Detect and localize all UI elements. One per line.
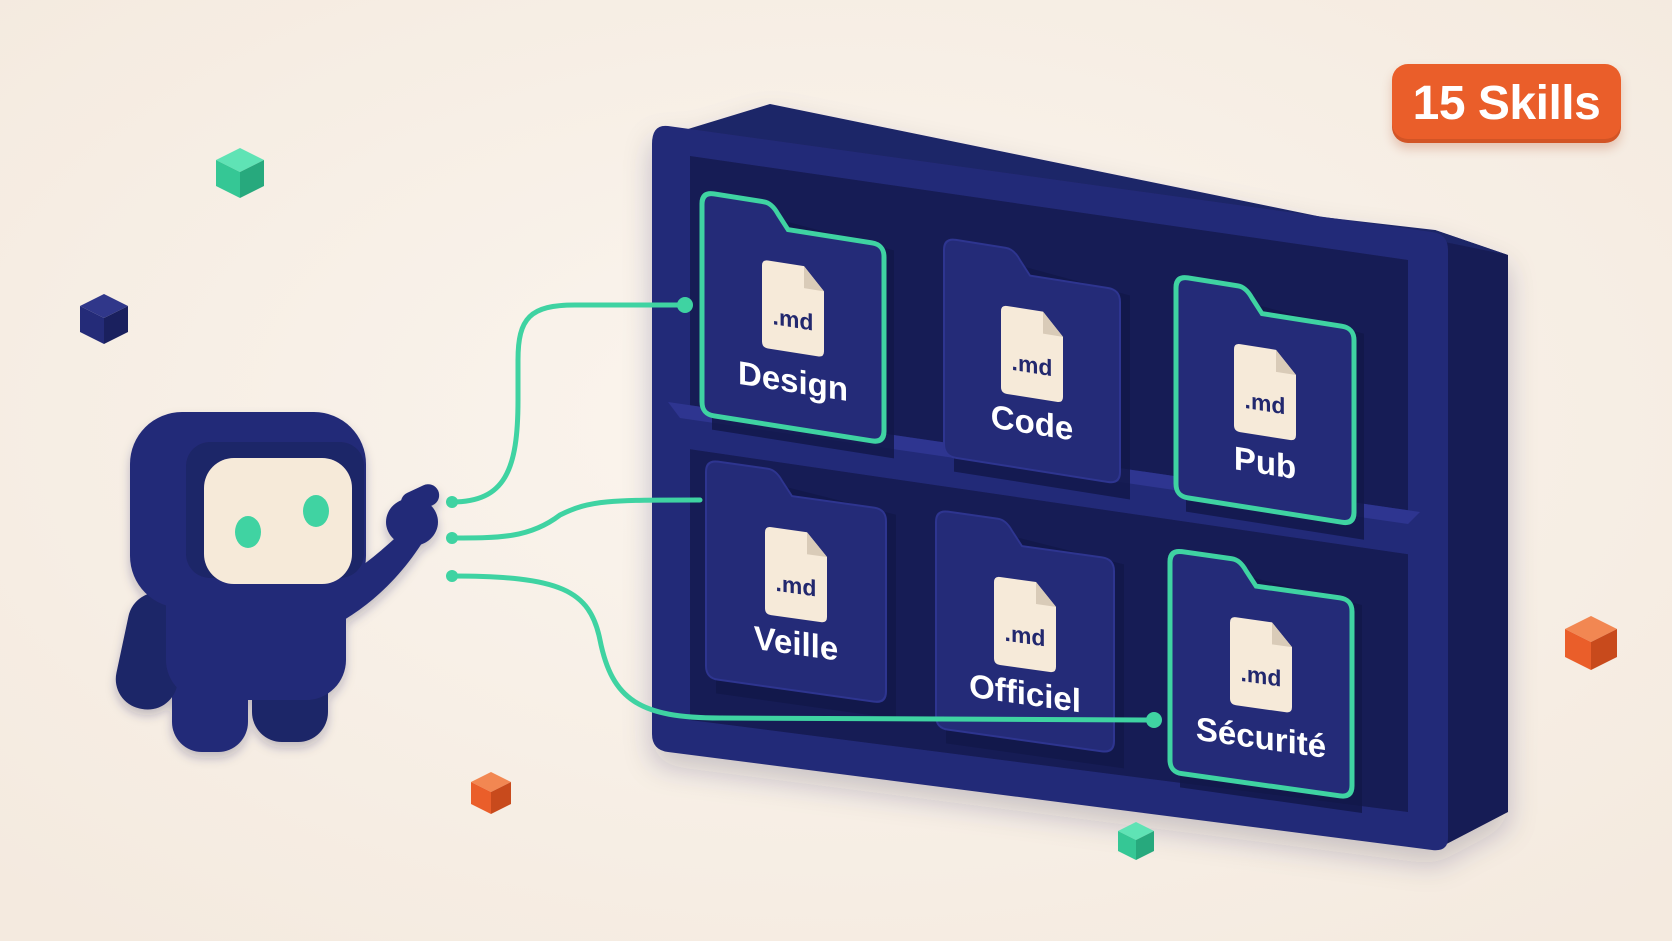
cube-green-bottom-icon [1118, 822, 1154, 860]
file-extension-label: .md [1241, 660, 1282, 692]
cube-orange-bottom-icon [471, 772, 511, 814]
robot-mascot-icon [115, 412, 440, 752]
connector-line-securite [449, 573, 1157, 723]
file-extension-label: .md [1012, 349, 1053, 381]
cube-green-top-left-icon [216, 148, 264, 198]
connector-lines [449, 302, 1157, 723]
connector-dots [446, 297, 1162, 728]
file-extension-label: .md [1245, 387, 1286, 419]
file-extension-label: .md [776, 570, 817, 602]
markdown-file-icon [765, 527, 827, 623]
connector-line-veille [449, 497, 703, 541]
file-extension-label: .md [1005, 620, 1046, 652]
connector-line-design [449, 302, 688, 505]
file-extension-label: .md [773, 303, 814, 335]
cube-navy-left-icon [80, 294, 128, 344]
skills-count-badge: 15 Skills [1392, 64, 1621, 143]
cube-orange-right-icon [1565, 616, 1617, 670]
